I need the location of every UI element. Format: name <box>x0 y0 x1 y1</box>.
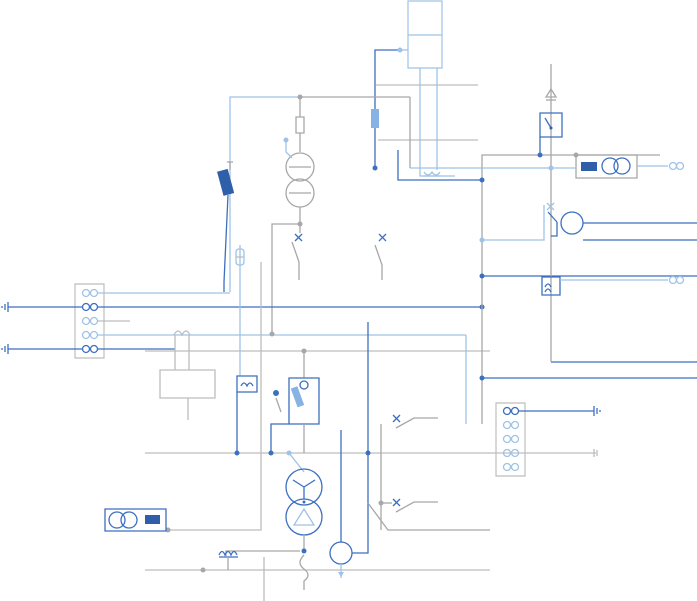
right-main-column <box>479 155 697 424</box>
upper-light-bus <box>230 94 482 293</box>
terminal-connector-icon <box>670 277 684 284</box>
junction-dot-icon <box>283 137 289 143</box>
circuit-breaker-icon <box>379 234 386 241</box>
ground-symbol-icon <box>2 344 8 354</box>
right-ct <box>542 277 684 296</box>
fuse-branch <box>234 245 258 456</box>
junction-dot-icon <box>372 165 378 171</box>
junction-dot-icon <box>301 548 307 554</box>
junction-dot-icon <box>269 331 275 337</box>
right-generator <box>482 203 697 240</box>
junction-dot-icon <box>365 450 371 456</box>
junction-dot-icon <box>200 567 206 573</box>
generator-circle-icon <box>330 542 352 564</box>
junction-dot-icon <box>301 348 307 354</box>
generator-circle-icon <box>561 212 583 234</box>
current-transformer-icon <box>237 376 257 392</box>
circuit-breaker-icon <box>393 415 400 422</box>
lower-right-breakers <box>368 415 490 530</box>
junction-dot-icon <box>537 152 543 158</box>
junction-dot-icon <box>268 450 274 456</box>
lower-left-transformer <box>105 509 166 531</box>
ground-symbol-icon <box>594 406 600 416</box>
upper-breakers <box>292 234 386 280</box>
circuit-breaker-icon <box>547 203 554 210</box>
lower-generator <box>330 322 371 578</box>
right-terminal-panel <box>496 403 600 476</box>
main-buses <box>98 293 597 570</box>
current-transformer-icon <box>219 552 238 558</box>
right-upper-transformer <box>482 152 684 179</box>
terminal-connector-icon <box>670 163 684 170</box>
junction-dot-icon <box>479 177 485 183</box>
lower-transformer-group <box>200 348 323 601</box>
terminal-connector-icon <box>83 290 98 353</box>
surge-arrester-icon <box>540 113 562 137</box>
junction-dot-icon <box>397 47 403 53</box>
vertical-gray-feeders <box>165 262 262 533</box>
junction-dot-icon <box>165 527 171 533</box>
junction-dot-icon <box>234 450 240 456</box>
ground-symbol-icon <box>594 449 597 457</box>
surge-arrester-icon <box>290 386 305 408</box>
circuit-breaker-icon <box>393 499 400 506</box>
relay-box <box>160 370 215 398</box>
current-transformer-icon <box>542 277 560 295</box>
left-arrester-branch <box>217 162 235 292</box>
fuse-icon <box>371 109 379 128</box>
fuse-icon <box>296 117 304 133</box>
surge-arrester-icon <box>217 168 235 196</box>
current-transformer-icon <box>423 172 441 176</box>
mid-left-ct-branch <box>160 331 215 420</box>
transformer-icon <box>286 469 322 505</box>
top-feeder-lines <box>371 47 482 181</box>
upper-transformer <box>272 97 314 334</box>
top-cabinet <box>408 1 442 68</box>
circuit-breaker-icon <box>295 234 302 241</box>
ground-symbol-icon <box>2 302 8 312</box>
transformer-winding <box>286 153 314 181</box>
junction-dot-icon <box>273 390 279 396</box>
left-terminal-panel <box>2 284 104 358</box>
